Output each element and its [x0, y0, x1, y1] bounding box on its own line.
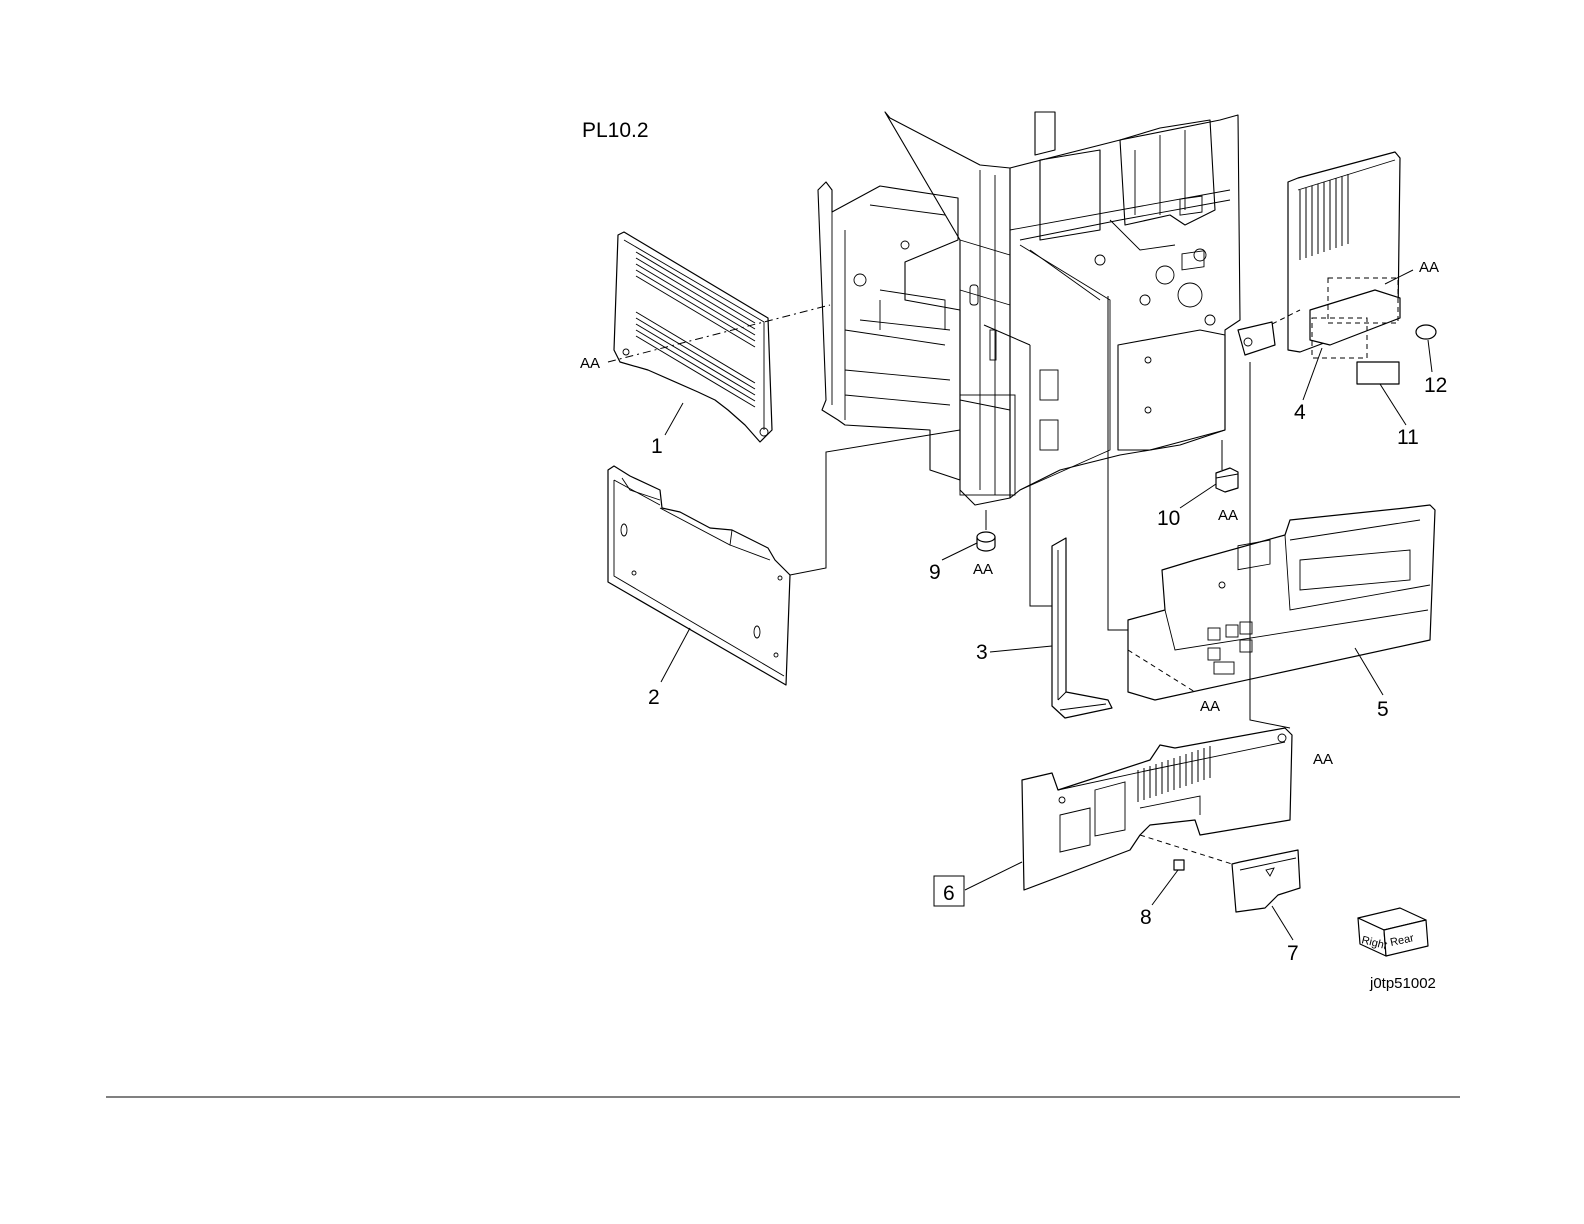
- aa-label: AA: [1313, 751, 1333, 768]
- aa-label: AA: [1218, 507, 1238, 524]
- image-code: j0tp51002: [1369, 975, 1436, 992]
- part-12-cap: [1416, 325, 1436, 339]
- aa-label: AA: [580, 355, 600, 372]
- hinge-bracket: [1238, 322, 1275, 355]
- part-11-label: [1357, 362, 1399, 384]
- part-2-cover: [608, 466, 790, 685]
- part-9-foot: [977, 532, 995, 551]
- callout-7: 7: [1287, 942, 1299, 965]
- callout-10: 10: [1157, 507, 1180, 530]
- part-8-clip: [1174, 860, 1184, 870]
- callout-8: 8: [1140, 906, 1152, 929]
- aa-label: AA: [1200, 698, 1220, 715]
- callout-12: 12: [1424, 374, 1447, 397]
- aa-label: AA: [973, 561, 993, 578]
- callout-2: 2: [648, 686, 660, 709]
- callout-3: 3: [976, 641, 988, 664]
- callout-9: 9: [929, 561, 941, 584]
- callout-1: 1: [651, 435, 663, 458]
- part-3-cover: [1052, 538, 1112, 718]
- callout-6: 6: [943, 882, 955, 905]
- part-1-cover: [614, 232, 772, 442]
- part-5-cover: [1128, 505, 1435, 700]
- aa-label: AA: [1419, 259, 1439, 276]
- callout-11: 11: [1397, 426, 1419, 449]
- callout-4: 4: [1294, 401, 1306, 424]
- part-10-foot: [1216, 468, 1238, 492]
- part-4-cover: [1288, 152, 1400, 358]
- part-7-cover: [1232, 850, 1300, 912]
- plate-title: PL10.2: [582, 119, 649, 142]
- main-frame: [818, 112, 1240, 505]
- callout-5: 5: [1377, 698, 1389, 721]
- orientation-cube: Right Rear: [1358, 908, 1428, 956]
